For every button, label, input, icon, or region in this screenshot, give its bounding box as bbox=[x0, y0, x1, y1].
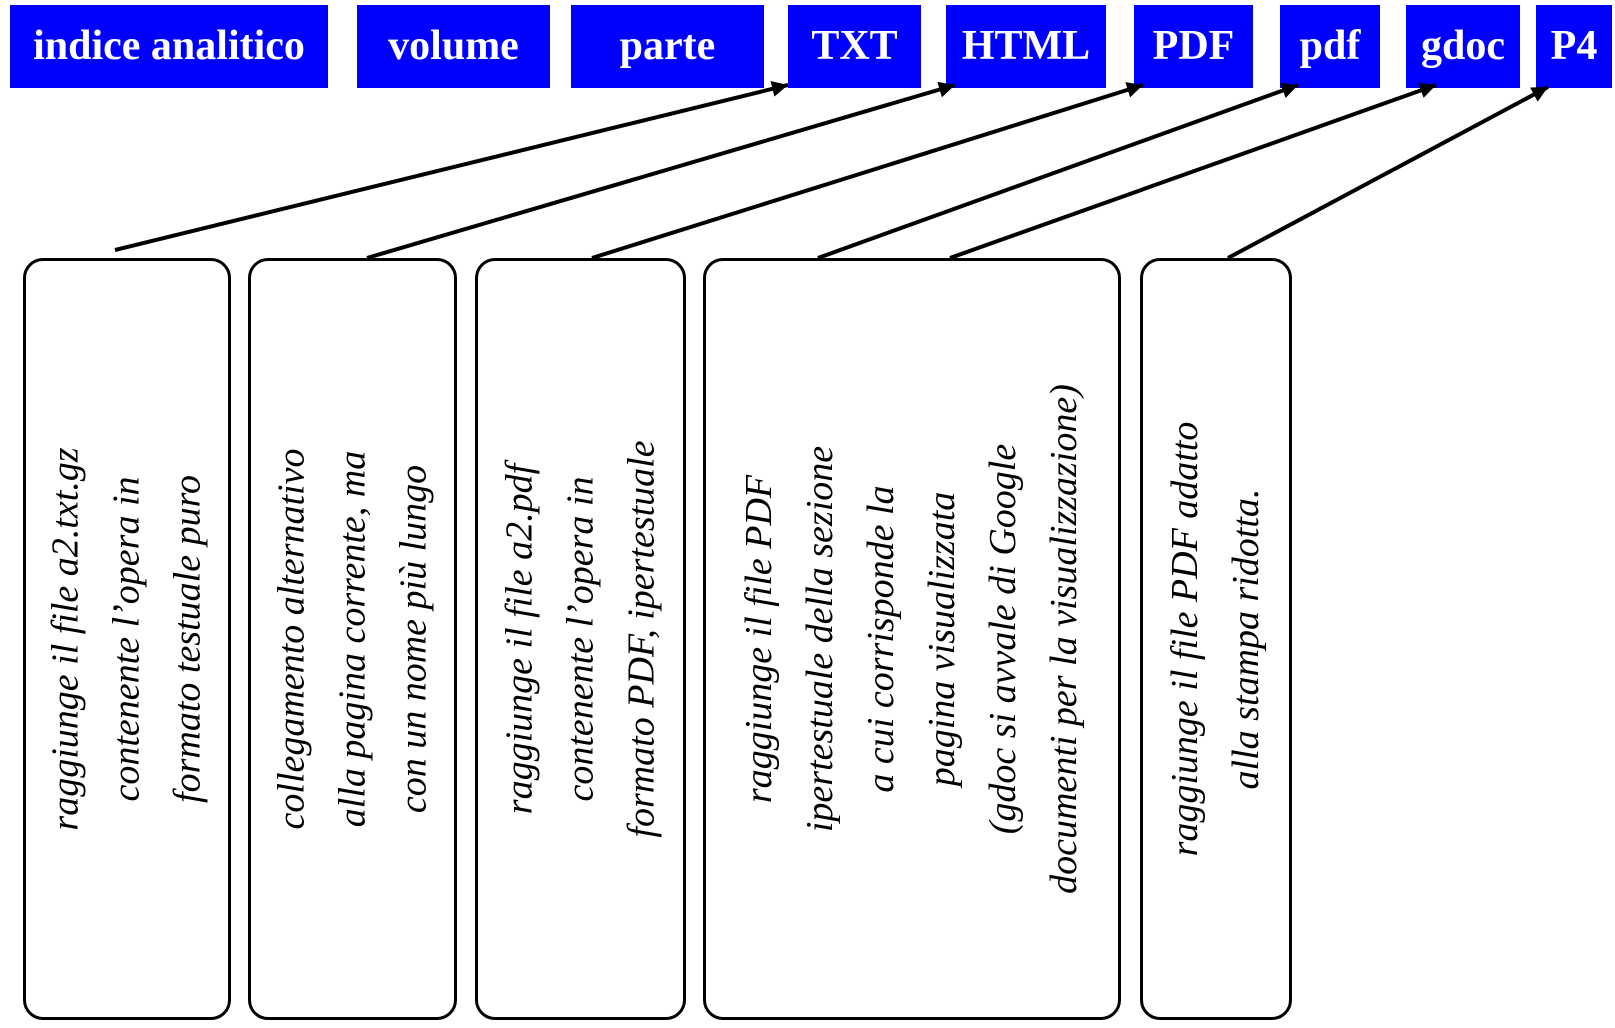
description-line: raggiunge il file a2.txt.gz bbox=[44, 447, 87, 831]
nav-pdf-lower[interactable]: pdf bbox=[1280, 5, 1380, 88]
description-line: formato testuale puro bbox=[166, 475, 209, 803]
description-line: con un nome più lungo bbox=[392, 464, 434, 814]
nav-p4[interactable]: P4 bbox=[1536, 5, 1612, 88]
description-line: contenente l’opera in bbox=[559, 476, 601, 802]
description-line: documenti per la visualizzazione) bbox=[1043, 384, 1085, 894]
nav-txt[interactable]: TXT bbox=[788, 5, 921, 88]
description-text: raggiunge il file a2.pdf contenente l’op… bbox=[489, 440, 672, 837]
description-line: pagina visualizzata bbox=[921, 491, 963, 787]
nav-html[interactable]: HTML bbox=[946, 5, 1106, 88]
description-line: formato PDF, ipertestuale bbox=[620, 440, 662, 838]
arrow-to-gdoc bbox=[949, 82, 1437, 260]
description-box-html: collegamento alternativo alla pagina cor… bbox=[248, 258, 457, 1020]
arrow-to-html bbox=[366, 81, 956, 260]
description-line: raggiunge il file a2.pdf bbox=[498, 463, 540, 815]
nav-pdf-upper[interactable]: PDF bbox=[1134, 5, 1253, 88]
description-box-p4: raggiunge il file PDF adatto alla stampa… bbox=[1140, 258, 1292, 1020]
description-line: raggiunge il file PDF bbox=[738, 474, 780, 804]
description-line: alla stampa ridotta. bbox=[1225, 488, 1267, 790]
description-line: alla pagina corrente, ma bbox=[331, 450, 373, 828]
arrow-to-txt bbox=[114, 81, 789, 252]
nav-parte[interactable]: parte bbox=[571, 5, 764, 88]
arrow-to-pdf-lower bbox=[817, 82, 1299, 260]
description-line: raggiunge il file PDF adatto bbox=[1164, 421, 1206, 857]
description-text: collegamento alternativo alla pagina cor… bbox=[261, 449, 444, 830]
description-line: (gdoc si avvale di Google bbox=[982, 443, 1024, 835]
description-line: ipertestuale della sezione bbox=[799, 445, 841, 833]
description-text: raggiunge il file PDF adatto alla stampa… bbox=[1155, 422, 1277, 857]
description-box-pdf: raggiunge il file a2.pdf contenente l’op… bbox=[475, 258, 686, 1020]
description-line: a cui corrisponde la bbox=[860, 485, 902, 793]
arrow-to-p4 bbox=[1227, 85, 1549, 260]
nav-gdoc[interactable]: gdoc bbox=[1406, 5, 1520, 88]
nav-volume[interactable]: volume bbox=[357, 5, 550, 88]
description-text: raggiunge il file a2.txt.gz contenente l… bbox=[36, 447, 219, 830]
description-line: contenente l’opera in bbox=[105, 476, 148, 802]
description-text: raggiunge il file PDF ipertestuale della… bbox=[729, 384, 1095, 894]
arrow-to-pdf bbox=[591, 82, 1144, 260]
description-line: collegamento alternativo bbox=[270, 448, 312, 830]
description-box-pdf-gdoc: raggiunge il file PDF ipertestuale della… bbox=[703, 258, 1121, 1020]
description-box-txt: raggiunge il file a2.txt.gz contenente l… bbox=[23, 258, 231, 1020]
nav-indice-analitico[interactable]: indice analitico bbox=[10, 5, 328, 88]
